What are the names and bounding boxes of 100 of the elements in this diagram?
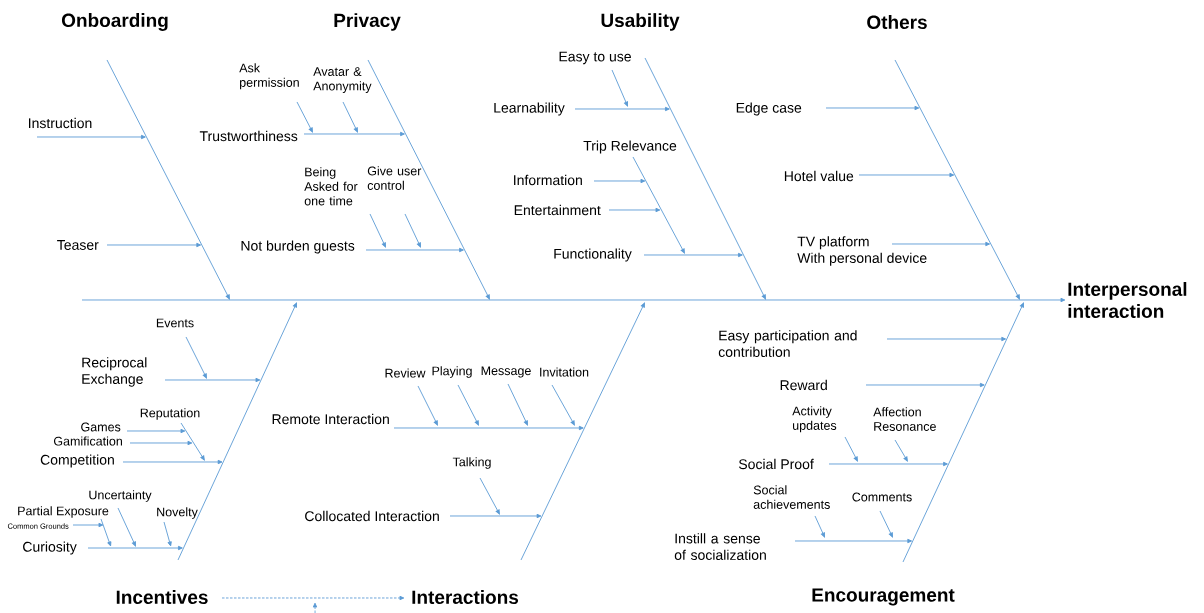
arrow [825,105,920,111]
sub-cause-label: Invitation [540,367,589,377]
bone-arrow [644,57,766,300]
arrow [129,440,193,446]
sub-cause-label: Activity updates [792,406,837,433]
arrow [163,521,172,547]
sub-cause-label: Give user control [367,166,422,190]
cause-label: Curiosity [23,541,77,555]
bone-arrow [177,302,297,561]
arrow [479,477,500,515]
arrow [342,101,358,133]
arrow [393,425,584,431]
arrow [185,336,207,379]
sub-cause-label: Gamification [53,436,122,446]
arrow [794,538,913,544]
arrow [449,513,542,519]
sub-cause-label: Message [481,366,531,378]
cause-label: Not burden guests [241,240,355,254]
arrow [814,515,825,538]
sub-cause-label: Talking [452,457,491,469]
arrow [180,422,205,461]
cause-label: Instill a sense of socialization [674,533,766,560]
arrow [551,384,575,426]
arrow [574,106,670,112]
sub-cause-label: Events [156,318,194,328]
arrow [100,518,112,547]
sub-cause-label: Review [385,368,426,378]
arrow [126,428,186,434]
cause-label: Competition [40,454,114,468]
arrow [643,252,743,258]
arrow [891,241,991,247]
bone-arrow [367,59,490,300]
arrow [164,377,261,383]
arrow [87,545,183,551]
cause-label: Remote Interaction [272,413,389,425]
arrow [865,382,985,388]
cause-label: Edge case [736,102,802,116]
cause-label: Teaser [57,240,99,250]
arrow [303,131,405,137]
sub-cause-label: Comments [852,492,912,502]
sub-cause-label: Novelty [157,507,198,519]
arrow [894,439,908,462]
arrow [296,101,313,133]
sub-cause-label: Reputation [140,408,200,420]
arrow [417,385,438,426]
arrow [858,172,955,178]
sub-cause-label: Social achievements [753,485,830,509]
sub-cause-label: Ask permission [239,63,299,90]
sub-cause-label: Partial Exposure [18,506,109,518]
arrow [844,436,858,462]
arrow [457,384,479,426]
cause-label: Hotel value [784,170,854,182]
arrow [608,207,661,213]
category-heading: Onboarding [61,13,168,31]
cause-label: Trustworthiness [199,130,298,142]
cause-label: Easy participation and contribution [718,330,857,357]
sub-cause-label: Avatar & Anonymity [313,67,372,93]
sub-cause-label: Playing [432,366,472,378]
cause-label: Reciprocal Exchange [82,357,147,387]
arrow [828,461,948,467]
cause-label: Information [514,174,582,186]
bone-arrow [520,302,645,561]
cause-label: Learnability [494,102,565,116]
arrow [122,459,223,465]
sub-cause-label: Being Asked for one time [304,167,358,206]
cause-label: Functionality [554,248,632,262]
sub-cause-label: Affection Resonance [873,407,936,431]
sub-cause-label: Games [81,422,121,432]
arrow [106,242,202,248]
category-heading: Interactions [412,590,519,604]
arrow [507,383,528,426]
arrow [369,213,386,248]
arrow [72,522,104,528]
effect-label: Interpersonal interaction [1068,282,1187,318]
category-heading: Encouragement [812,588,955,606]
arrow [117,507,136,547]
category-heading: Usability [601,13,680,31]
bone-arrow [894,59,1020,300]
category-heading: Incentives [116,590,208,604]
bone-arrow [902,302,1024,563]
cause-label: Easy to use [559,51,631,65]
cause-label: Trip Relevance [583,140,677,154]
arrow [593,178,646,184]
cause-label: Entertainment [514,204,601,216]
arrow [36,134,146,140]
sub-cause-label: Uncertainty [89,490,152,502]
cause-label: Collocated Interaction [305,510,439,522]
cause-label: Reward [780,379,827,391]
arrow [365,247,464,253]
arrow [632,156,685,254]
cause-label: TV platform With personal device [797,236,927,266]
bone-arrow [106,59,230,300]
arrow [611,69,628,107]
arrow [886,336,1007,342]
category-heading: Privacy [334,13,401,31]
cause-label: Instruction [29,117,92,129]
arrow [404,213,421,248]
dashed-arrow [221,595,405,601]
spine-arrow [81,297,1066,303]
category-heading: Others [867,15,927,29]
